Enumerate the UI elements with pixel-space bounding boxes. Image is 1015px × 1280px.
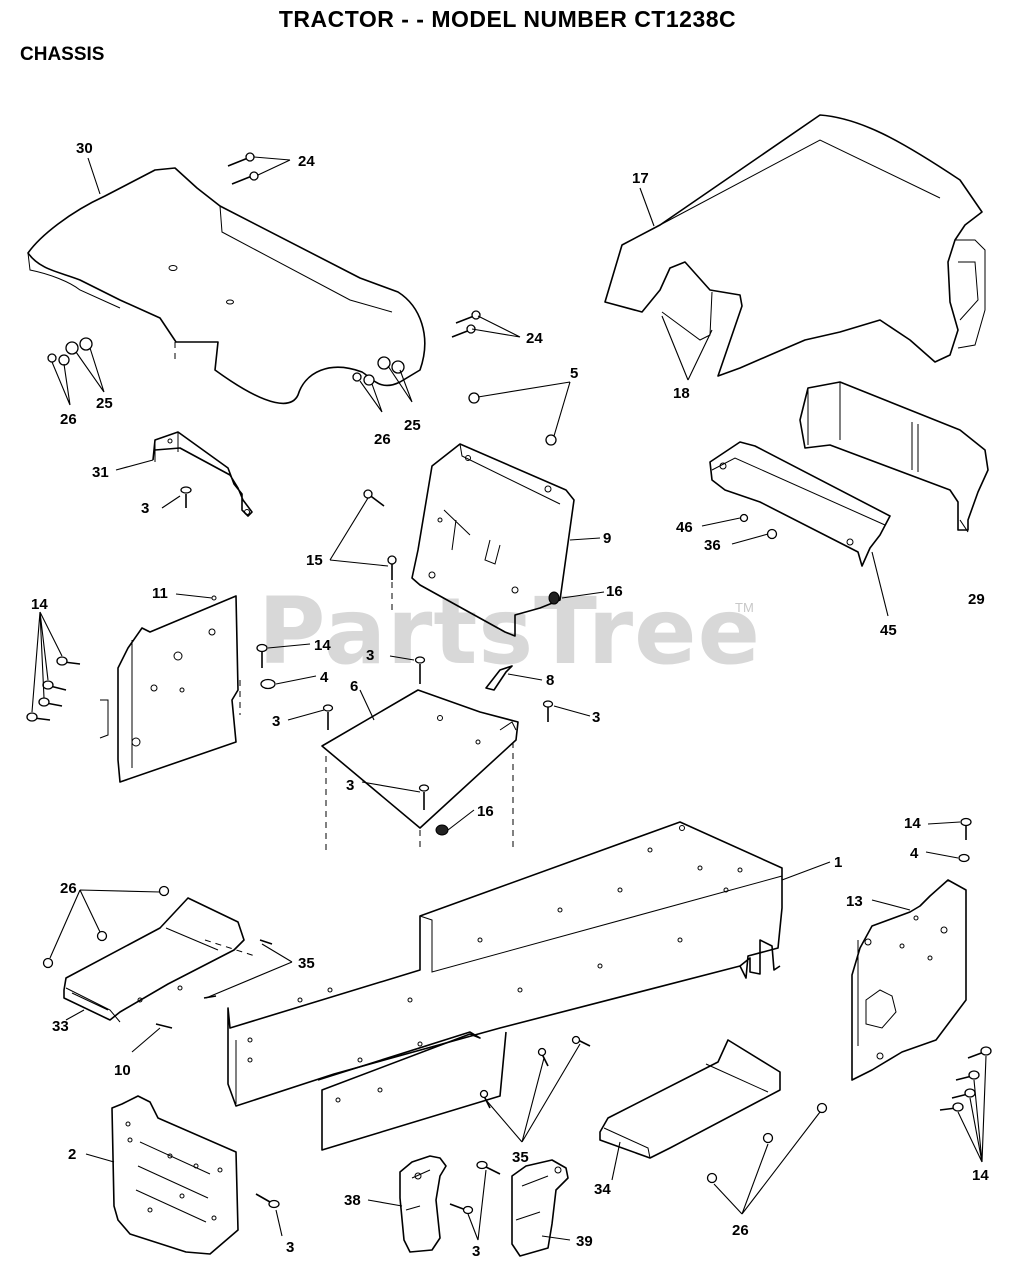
screw-3-plate [322, 656, 554, 810]
part-13-side-panel [851, 879, 967, 1081]
callout-25-right: 25 [404, 417, 421, 434]
part-17-hood [604, 114, 986, 377]
callout-3-plate-2: 3 [286, 1239, 294, 1256]
part-2-plate [111, 1095, 239, 1255]
part-33-footrest [63, 897, 256, 1023]
part-39-bracket [511, 1159, 569, 1257]
callout-15: 15 [306, 552, 323, 569]
washer-25-26-right [352, 356, 405, 386]
bolt-24-upper [227, 152, 259, 185]
callout-38: 38 [344, 1192, 361, 1209]
callout-1: 1 [834, 854, 842, 871]
callout-14-right: 14 [972, 1167, 989, 1184]
callout-24-lower: 24 [526, 330, 543, 347]
callout-26-footrest-left: 26 [60, 880, 77, 897]
part-29-bumper [799, 381, 989, 531]
callout-5: 5 [570, 365, 578, 382]
callout-26-footrest-right: 26 [732, 1222, 749, 1239]
callout-18: 18 [673, 385, 690, 402]
bolt-14-right-group [939, 1046, 992, 1112]
washer-46 [739, 513, 749, 523]
callout-29: 29 [968, 591, 985, 608]
callout-46: 46 [676, 519, 693, 536]
watermark-trademark: TM [735, 600, 754, 615]
callout-16-upper: 16 [606, 583, 623, 600]
part-34-footrest [599, 1039, 781, 1159]
callout-6: 6 [350, 678, 358, 695]
callout-34: 34 [594, 1181, 611, 1198]
callout-26-left: 26 [60, 411, 77, 428]
callout-10: 10 [114, 1062, 131, 1079]
bolt-3-center [449, 1160, 501, 1215]
part-30-fender [27, 167, 426, 405]
callout-45: 45 [880, 622, 897, 639]
clip-8 [485, 665, 513, 691]
callout-36: 36 [704, 537, 721, 554]
bolt-14-mid [256, 643, 268, 668]
callout-33: 33 [52, 1018, 69, 1035]
callout-4-right: 4 [910, 845, 919, 862]
screw-3-bracket [180, 486, 192, 508]
part-45-bracket [709, 441, 891, 567]
callout-labels: 30 24 17 24 26 25 18 26 25 5 31 3 46 9 3… [31, 140, 989, 1260]
grommet-16-lower [435, 824, 449, 836]
callout-30: 30 [76, 140, 93, 157]
callout-39: 39 [576, 1233, 593, 1250]
callout-9: 9 [603, 530, 611, 547]
callout-4-mid: 4 [320, 669, 329, 686]
screw-3-plate-2 [255, 1193, 280, 1209]
callout-14-left: 14 [31, 596, 48, 613]
bolt-5 [468, 392, 557, 446]
callout-2: 2 [68, 1146, 76, 1163]
part-38-bracket [399, 1155, 447, 1253]
part-6-floor-plate [321, 689, 519, 850]
part-1-frame [227, 821, 783, 1151]
callout-14-top-right: 14 [904, 815, 921, 832]
section-title: CHASSIS [20, 44, 105, 65]
bolt-14-top-right [960, 817, 972, 840]
callout-3-plate-top: 3 [366, 647, 374, 664]
callout-3-plate-right: 3 [592, 709, 600, 726]
callout-3-plate-left: 3 [272, 713, 280, 730]
washer-4-right [958, 853, 970, 863]
nut-26-right [706, 1102, 828, 1184]
callout-35-center: 35 [512, 1149, 529, 1166]
callout-24-upper: 24 [298, 153, 315, 170]
nut-26-left [42, 885, 170, 969]
washer-25-26-left [47, 337, 93, 366]
callout-11: 11 [152, 585, 168, 602]
callout-16-lower: 16 [477, 803, 494, 820]
grommet-16-upper [548, 591, 560, 605]
leader-lines [31, 156, 987, 1241]
bolt-14-left-group [26, 656, 81, 722]
callout-35-left: 35 [298, 955, 315, 972]
part-9-dash-panel [411, 443, 575, 637]
callout-14-mid: 14 [314, 637, 331, 654]
callout-3-center: 3 [472, 1243, 480, 1260]
part-31-bracket [152, 431, 253, 517]
callout-17: 17 [632, 170, 649, 187]
callout-31: 31 [92, 464, 109, 481]
callout-26-right: 26 [374, 431, 391, 448]
part-11-side-panel [99, 595, 241, 783]
callout-8: 8 [546, 672, 554, 689]
pin-10 [155, 1023, 173, 1029]
callout-25-left: 25 [96, 395, 113, 412]
page-title: TRACTOR - - MODEL NUMBER CT1238C [278, 6, 737, 32]
callout-3-bracket: 3 [141, 500, 149, 517]
callout-3-plate-bottom: 3 [346, 777, 354, 794]
bolt-24-lower [451, 310, 481, 338]
washer-4-mid [260, 678, 276, 690]
callout-13: 13 [846, 893, 863, 910]
bolt-15 [363, 489, 397, 610]
nut-36 [766, 528, 778, 540]
